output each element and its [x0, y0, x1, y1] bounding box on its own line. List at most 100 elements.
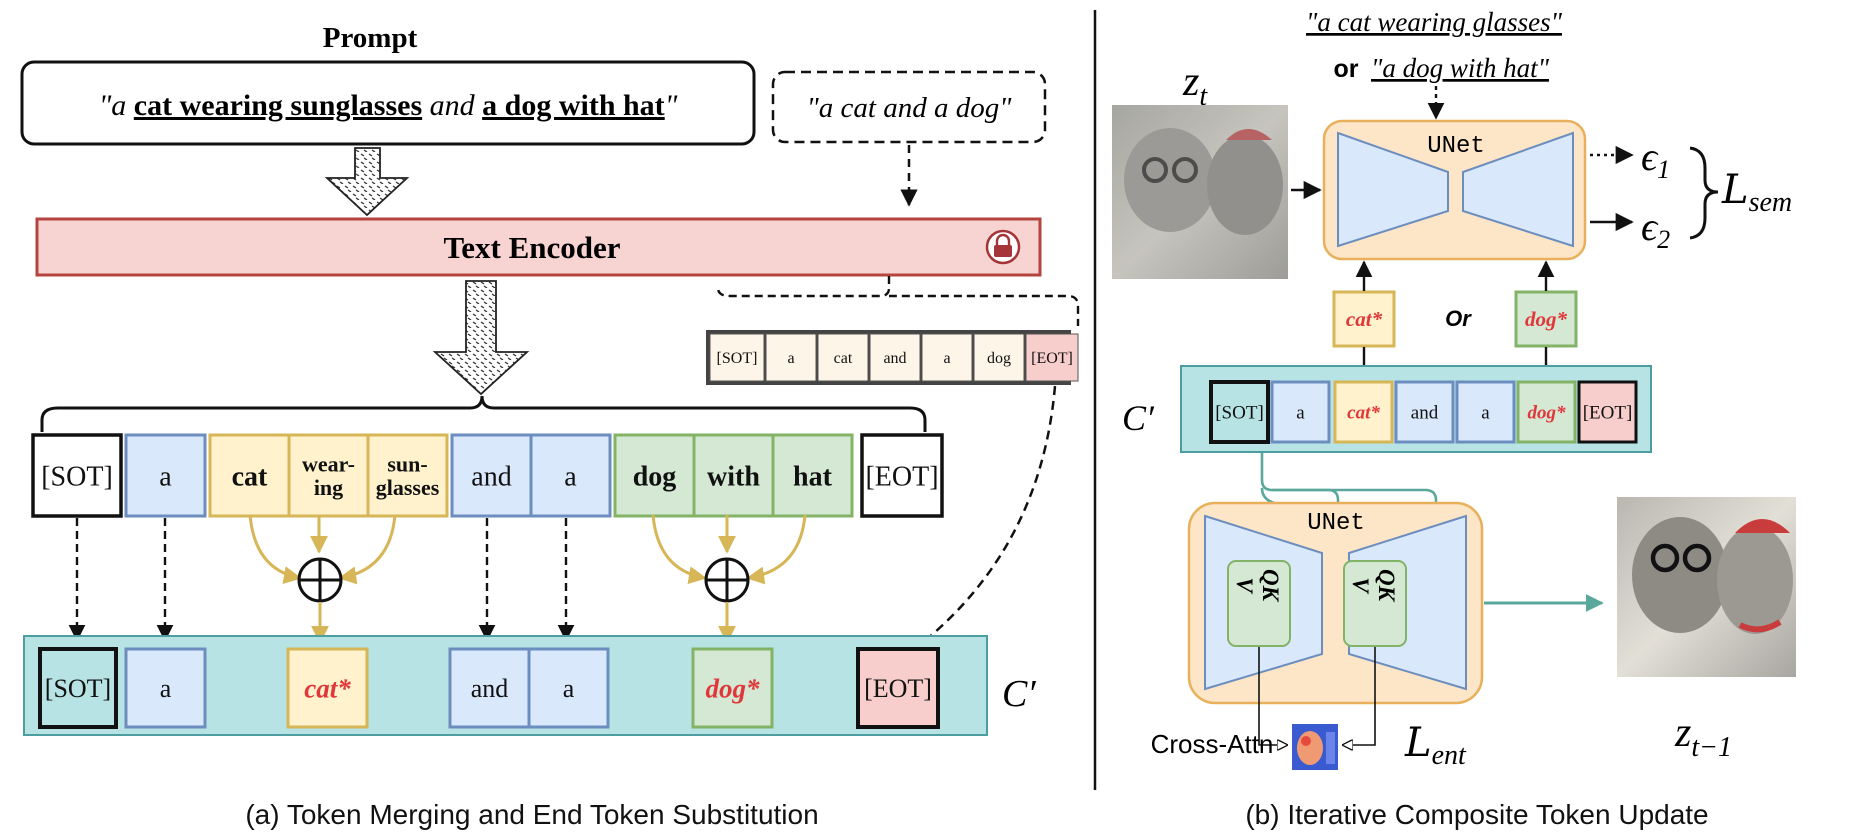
right-token-label: a [1481, 403, 1490, 424]
lock-icon [985, 229, 1021, 265]
panel-a: Prompt "a cat wearing sunglasses and a d… [20, 22, 1080, 830]
right-token: cat* [1333, 380, 1394, 444]
sem-brace [1689, 146, 1719, 240]
panel-b: "a cat wearing glasses" or "a dog with h… [1112, 7, 1796, 830]
token-and: and [450, 433, 533, 518]
merged-dog: dog* [691, 647, 774, 729]
token-dog-label: dog [633, 461, 677, 492]
attn-block-right [1343, 560, 1407, 647]
token-hat: hat [771, 433, 854, 518]
token-wearing-label: ing [314, 475, 343, 500]
right-prompt-2: "a dog with hat" [1371, 53, 1550, 83]
eot-row-token: cat [817, 333, 869, 382]
caption-b: (b) Iterative Composite Token Update [1245, 799, 1708, 830]
token-sunglasses-label: glasses [376, 475, 440, 500]
token-dog: dog [613, 433, 696, 518]
token-wearing-label: wear- [302, 452, 355, 477]
alt-prompt-text: "a cat and a dog" [807, 92, 1013, 124]
prompt-text: "a cat wearing sunglasses and a dog with… [99, 89, 678, 122]
token-sot: [SOT] [31, 433, 123, 518]
token-wearing: wear-ing [287, 433, 370, 518]
dog-token-update [1514, 290, 1578, 348]
merge-cat [248, 514, 397, 644]
token-eot: [EOT] [860, 433, 944, 518]
down-arrow-2 [432, 280, 530, 396]
zt-label: zt [1182, 59, 1208, 112]
eot-row-token: [EOT] [1025, 333, 1079, 382]
eps1-label: ϵ1 [1641, 134, 1670, 184]
eot-row-token: a [921, 333, 973, 382]
eot-row-token-label: cat [834, 350, 853, 367]
token-hat-label: hat [793, 461, 833, 492]
right-token-label: [SOT] [1215, 403, 1264, 424]
c-prime-label-a: C′ [1002, 673, 1036, 715]
token-sot-label: [SOT] [41, 461, 113, 492]
merged-a: a [124, 647, 207, 729]
cross-attn-right-line [1343, 647, 1376, 745]
right-token-label: dog* [1528, 403, 1567, 424]
merged-cat-label: cat* [304, 673, 351, 703]
token-a2-label: a [564, 461, 577, 492]
merged-sot: [SOT] [38, 647, 118, 729]
denoised-image-zt1 [1617, 497, 1796, 677]
merged-dog-label: dog* [706, 673, 761, 703]
merged-a-label: a [160, 674, 172, 703]
lent-label: Lent [1404, 720, 1467, 771]
prompt-heading: Prompt [323, 22, 418, 54]
caption-a: (a) Token Merging and End Token Substitu… [245, 799, 818, 830]
eot-row-token-label: and [883, 350, 906, 367]
right-token: [EOT] [1577, 380, 1638, 444]
right-token-label: and [1411, 403, 1439, 424]
token-sunglasses: sun-glasses [366, 433, 449, 518]
merged-a2: a [527, 647, 610, 729]
token-eot-label: [EOT] [865, 461, 938, 492]
alt-prompt-box [771, 70, 1047, 144]
attention-map-thumbnail [1292, 724, 1338, 770]
token-with-label: with [707, 461, 760, 492]
c-prime-label-b: C′ [1122, 398, 1155, 438]
right-token: and [1394, 380, 1455, 444]
qk-right-arrow [1272, 488, 1444, 586]
merge-dog [651, 514, 807, 644]
merged-token-row: [SOT] a cat* and a dog* [EOT] [38, 647, 940, 729]
noisy-image-zt [1112, 105, 1288, 279]
unet-encoder-shape [1337, 131, 1449, 248]
cross-attn-label: Cross-Attn [1151, 729, 1274, 759]
token-cat: cat [208, 433, 291, 518]
right-token: a [1270, 380, 1331, 444]
eps2-label: ϵ2 [1641, 204, 1670, 254]
token-sunglasses-label: sun- [387, 452, 427, 477]
cat-token-update [1332, 290, 1396, 348]
merged-sot-label: [SOT] [45, 674, 111, 703]
merged-cat: cat* [286, 647, 369, 729]
passthrough-arrows [68, 518, 575, 642]
eot-bracket [716, 276, 1080, 326]
merged-a2-label: a [563, 674, 575, 703]
token-with: with [692, 433, 775, 518]
down-arrow-1 [324, 147, 410, 217]
token-brace [40, 395, 927, 432]
token-and-label: and [471, 461, 511, 492]
merged-and: and [448, 647, 531, 729]
v-left-label: V [1232, 577, 1257, 594]
right-token: dog* [1516, 380, 1577, 444]
right-or: or [1334, 55, 1359, 83]
zt1-label: zt−1 [1674, 710, 1732, 763]
v-right-label: V [1348, 577, 1373, 594]
text-encoder-label: Text Encoder [443, 230, 620, 265]
merged-and-label: and [471, 674, 509, 703]
right-token: [SOT] [1209, 380, 1270, 444]
cat-token-update-label: cat* [1346, 307, 1383, 331]
dog-token-update-label: dog* [1525, 307, 1568, 331]
cross-attn-left-line [1258, 647, 1287, 745]
token-a2: a [529, 433, 612, 518]
lsem-label: Lsem [1721, 167, 1792, 218]
eot-row-token-label: [SOT] [717, 350, 758, 367]
eot-row-token-label: a [943, 350, 950, 367]
merged-eot: [EOT] [856, 647, 940, 729]
right-prompt-1: "a cat wearing glasses" [1306, 7, 1563, 37]
eot-row-token-label: [EOT] [1031, 350, 1073, 367]
